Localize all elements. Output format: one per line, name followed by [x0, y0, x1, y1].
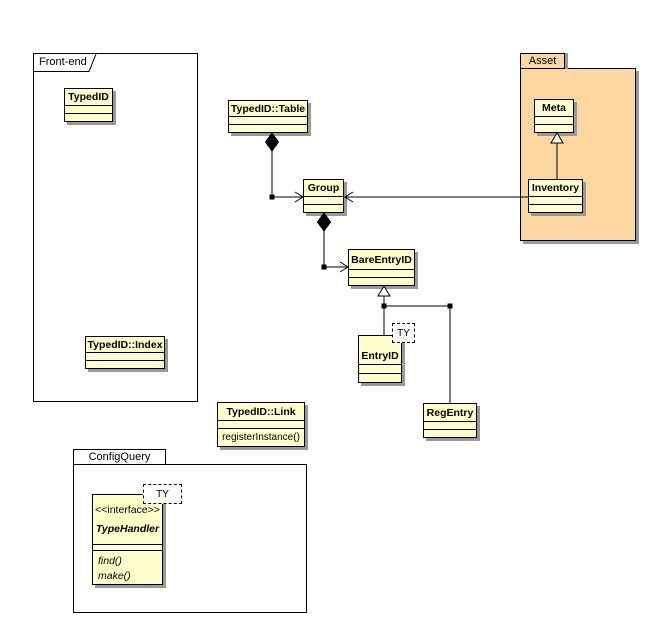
template-param-label: TY — [397, 327, 410, 339]
class-typedid-index[interactable]: TypedID::Index — [85, 336, 165, 369]
operations-compartment — [65, 113, 112, 121]
package-asset-label: Asset — [528, 55, 557, 67]
operation-make: make() — [98, 570, 131, 582]
class-typedid-table-name: TypedID::Table — [230, 102, 306, 115]
edge-line[interactable] — [271, 151, 302, 198]
open-arrowhead-icon — [294, 191, 304, 203]
class-meta-name: Meta — [542, 102, 566, 114]
package-config-query[interactable] — [73, 464, 307, 613]
class-typedid[interactable]: TypedID — [64, 88, 113, 122]
class-type-handler-name: TypeHandler — [95, 523, 160, 535]
class-group-name: Group — [307, 182, 340, 194]
composition-diamond-icon — [316, 212, 332, 232]
template-param-box-entry-id[interactable]: TY — [392, 323, 415, 343]
interface-stereotype: <<interface>> — [95, 504, 160, 516]
attributes-compartment — [349, 269, 414, 277]
package-asset[interactable] — [520, 68, 636, 241]
class-typedid-index-name: TypedID::Index — [87, 338, 163, 351]
package-tab-fold-icon — [34, 53, 97, 72]
class-type-handler[interactable]: <<interface>> TypeHandler find() make() — [92, 494, 163, 585]
operations-compartment: registerInstance() — [218, 428, 304, 446]
edge-line[interactable] — [323, 231, 347, 268]
attributes-compartment — [424, 421, 476, 429]
operations-compartment — [529, 204, 582, 212]
attributes-compartment — [304, 196, 343, 204]
class-inventory[interactable]: Inventory — [528, 179, 583, 213]
class-inventory-name: Inventory — [531, 182, 580, 194]
attributes-compartment — [93, 544, 162, 550]
class-meta[interactable]: Meta — [534, 99, 574, 133]
edge-waypoint[interactable] — [447, 303, 453, 309]
class-bare-entry-id[interactable]: BareEntryID — [348, 249, 415, 286]
open-arrowhead-icon — [344, 191, 354, 203]
edge-composition-table-group[interactable] — [264, 132, 304, 203]
class-reg-entry-name: RegEntry — [426, 406, 474, 419]
attributes-compartment — [229, 116, 307, 124]
operations-compartment — [304, 204, 343, 212]
attributes-compartment — [65, 105, 112, 113]
class-typedid-link-name: TypedID::Link — [226, 405, 296, 418]
template-param-label: TY — [156, 488, 169, 500]
generalization-triangle-icon — [377, 285, 391, 297]
template-param-box-type-handler[interactable]: TY — [143, 484, 182, 504]
attributes-compartment — [86, 352, 164, 360]
operations-compartment — [86, 360, 164, 368]
class-typedid-name: TypedID — [68, 91, 109, 103]
class-typedid-link[interactable]: TypedID::Link registerInstance() — [217, 402, 305, 447]
edge-waypoint[interactable] — [269, 194, 275, 200]
class-group[interactable]: Group — [303, 179, 344, 213]
edge-composition-group-bareentryid[interactable] — [316, 212, 349, 273]
package-config-query-tab[interactable]: ConfigQuery — [73, 449, 166, 465]
operation-find: find() — [98, 555, 122, 567]
edge-waypoint[interactable] — [321, 264, 327, 270]
operations-compartment — [535, 124, 573, 132]
composition-diamond-icon — [264, 132, 280, 152]
class-typedid-table[interactable]: TypedID::Table — [228, 100, 308, 133]
attributes-compartment — [359, 364, 401, 373]
class-reg-entry[interactable]: RegEntry — [423, 403, 477, 438]
attributes-compartment — [218, 420, 304, 428]
operations-compartment — [349, 277, 414, 285]
operations-compartment — [424, 429, 476, 437]
open-arrowhead-icon — [339, 261, 349, 273]
class-bare-entry-id-name: BareEntryID — [351, 253, 412, 266]
operations-compartment: find() make() — [93, 550, 162, 584]
package-asset-tab[interactable]: Asset — [520, 53, 565, 69]
operations-compartment — [359, 373, 401, 382]
package-config-query-label: ConfigQuery — [88, 451, 151, 463]
edge-association-inventory-group[interactable] — [344, 191, 528, 203]
attributes-compartment — [529, 196, 582, 204]
operations-compartment — [229, 124, 307, 132]
operation-register-instance: registerInstance() — [222, 432, 300, 443]
attributes-compartment — [535, 116, 573, 124]
package-front-end-label: Front-end — [39, 56, 87, 68]
edge-waypoint[interactable] — [381, 303, 387, 309]
